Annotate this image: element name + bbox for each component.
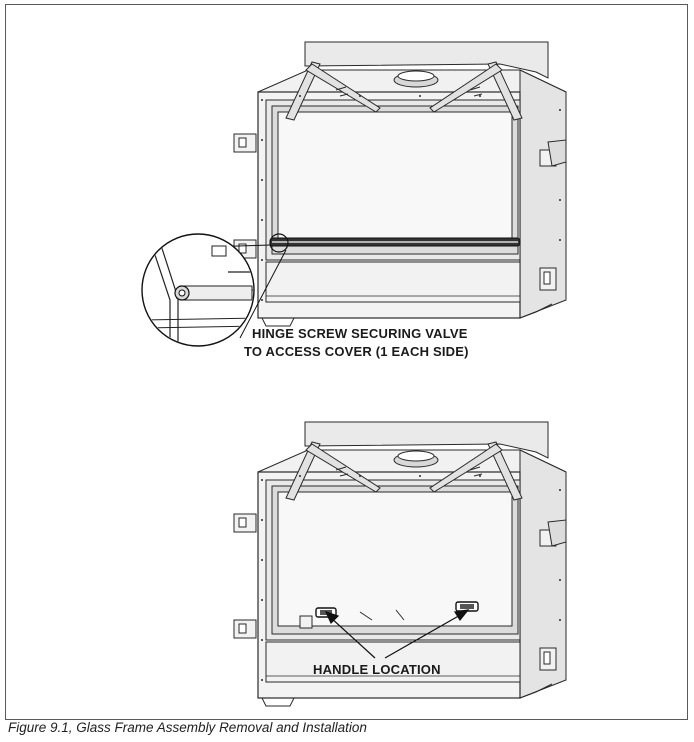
handle-arrows [324, 609, 470, 659]
hinge-screw-detail [141, 233, 255, 347]
hinge-screw-callout-line2: TO ACCESS COVER (1 EACH SIDE) [244, 344, 469, 359]
handle-location-callout: HANDLE LOCATION [313, 662, 441, 677]
fireplace-top-view [141, 41, 567, 347]
figure-border [5, 4, 688, 720]
hinge-screw-marker [269, 233, 289, 253]
hinge-screw-callout-line1: HINGE SCREW SECURING VALVE [252, 326, 468, 341]
figure-caption: Figure 9.1, Glass Frame Assembly Removal… [8, 720, 367, 735]
